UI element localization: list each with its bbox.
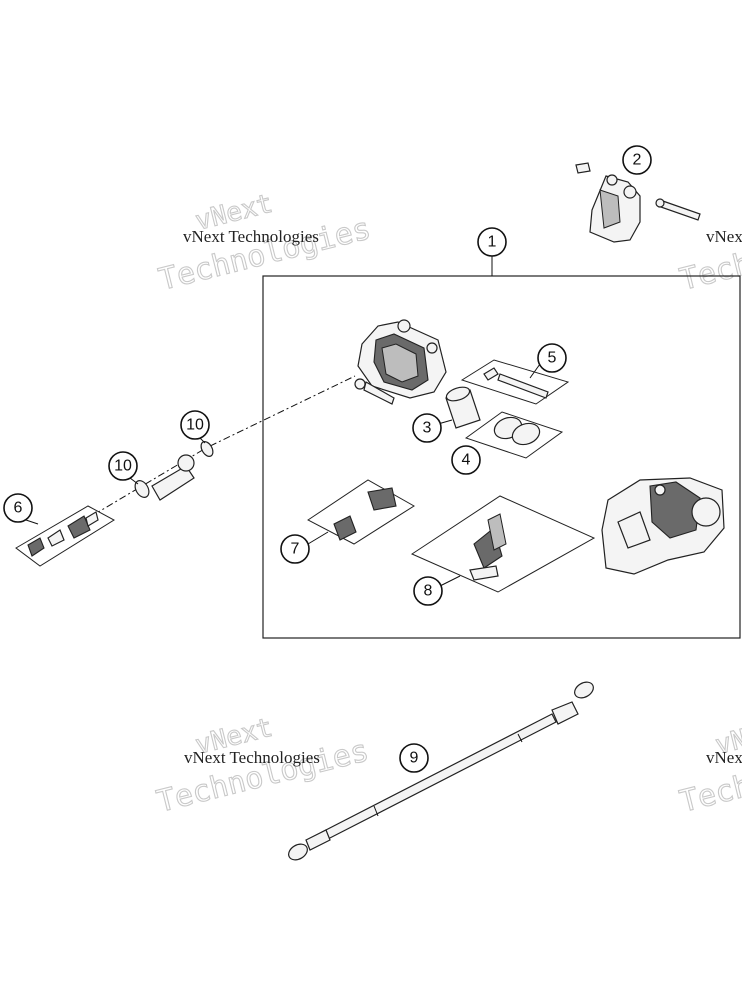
callout-4: 4 bbox=[451, 445, 481, 475]
part-7-kit bbox=[307, 479, 415, 545]
part-banjo-fitting bbox=[151, 454, 195, 501]
watermark-edge-text-2: vNext Technologies bbox=[706, 748, 742, 767]
callout-1-label: 1 bbox=[488, 234, 497, 251]
assembly-frame bbox=[262, 275, 741, 639]
callout-5-label: 5 bbox=[548, 350, 557, 367]
callout-7: 7 bbox=[280, 534, 310, 564]
part-caliper-body bbox=[354, 319, 447, 405]
callout-10-upper: 10 bbox=[180, 410, 210, 444]
watermark-upper-left: vNext Technologies vNext Technologies bbox=[155, 188, 375, 298]
callout-5: 5 bbox=[537, 343, 567, 373]
watermark-upper-right: Tech vNext Technologies bbox=[676, 227, 742, 298]
part-4-kit bbox=[464, 411, 564, 459]
part-3-piston bbox=[437, 386, 481, 429]
part-6-kit bbox=[15, 505, 115, 567]
callout-6: 6 bbox=[3, 493, 33, 523]
watermark-ghost-bottom-2: Technologies bbox=[153, 733, 372, 819]
part-10-washer-lower bbox=[134, 480, 150, 498]
callout-1: 1 bbox=[477, 227, 507, 257]
watermark-text: vNext Technologies bbox=[183, 227, 319, 246]
watermark-text-2: vNext Technologies bbox=[184, 748, 320, 767]
watermark-lower-left: vNext Technologies vNext Technologies bbox=[153, 712, 373, 820]
callout-7-label: 7 bbox=[291, 541, 300, 558]
callout-8: 8 bbox=[413, 576, 443, 606]
callout-8-label: 8 bbox=[424, 583, 433, 600]
callout-3: 3 bbox=[412, 413, 442, 443]
callout-2: 2 bbox=[622, 145, 652, 175]
part-5-kit bbox=[460, 359, 570, 405]
part-caliper-assembly bbox=[601, 477, 725, 575]
callout-4-label: 4 bbox=[462, 452, 471, 469]
part-2-bracket bbox=[575, 162, 701, 243]
part-8-kit bbox=[410, 495, 596, 593]
watermark-ghost-bottom: Technologies bbox=[155, 211, 374, 297]
callout-10-lower-label: 10 bbox=[114, 458, 132, 475]
callout-10-lower: 10 bbox=[108, 451, 139, 485]
callout-10-upper-label: 10 bbox=[186, 417, 204, 434]
watermark-edge-bottom: Tech bbox=[676, 246, 742, 297]
part-10-washer-upper bbox=[200, 441, 214, 457]
callout-9: 9 bbox=[399, 743, 429, 773]
callout-9-label: 9 bbox=[410, 750, 419, 767]
callout-6-label: 6 bbox=[14, 500, 23, 517]
watermark-edge-bottom-2: Tech bbox=[676, 768, 742, 819]
callout-3-label: 3 bbox=[423, 420, 432, 437]
part-9-brake-hose bbox=[288, 681, 594, 861]
callout-2-label: 2 bbox=[633, 152, 642, 169]
watermark-edge-text: vNext Technologies bbox=[706, 227, 742, 246]
watermark-lower-right: vNex Tech vNext Technologies bbox=[676, 716, 742, 820]
